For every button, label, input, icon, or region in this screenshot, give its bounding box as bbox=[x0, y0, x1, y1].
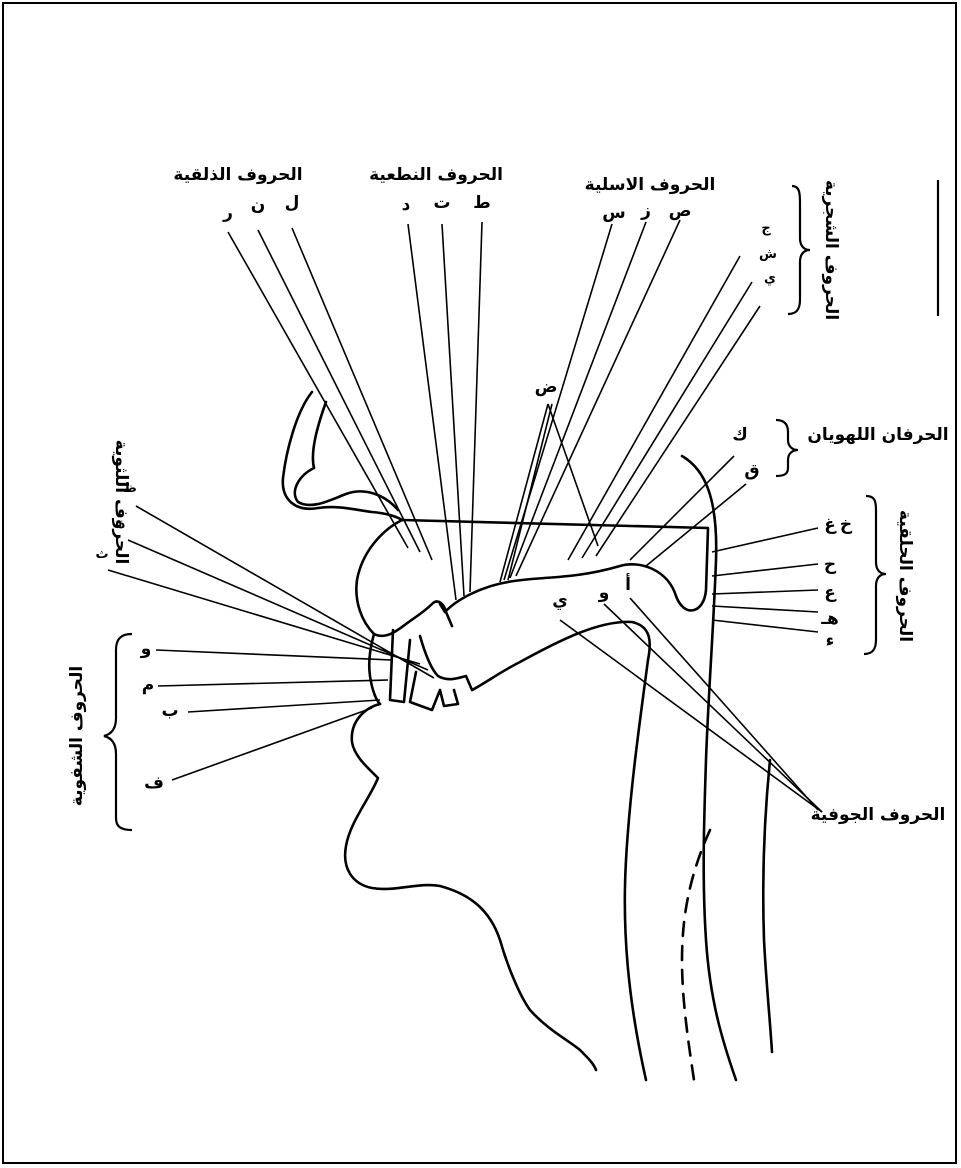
label-shafawiyya: الحروف الشفوية bbox=[67, 666, 87, 806]
upper-jaw-outline bbox=[356, 520, 452, 636]
label-dhalqiyya: الحروف الذلقية bbox=[173, 165, 302, 185]
letter: ت bbox=[433, 193, 450, 213]
letters-halqiyya: غ خ ح ع هـ ء bbox=[820, 515, 853, 651]
brace-shafawiyya bbox=[104, 634, 132, 830]
brace-lahawiyyan bbox=[776, 420, 798, 476]
letter: ح bbox=[824, 555, 837, 575]
brace-shajariyya bbox=[788, 186, 810, 314]
letter: ي bbox=[764, 271, 776, 286]
letter: غ bbox=[824, 515, 837, 535]
letter: ق bbox=[744, 461, 759, 481]
upper-teeth bbox=[390, 630, 410, 702]
tongue-outline bbox=[420, 622, 650, 690]
letter: و bbox=[598, 583, 610, 603]
letter: ذ bbox=[119, 517, 126, 532]
letter: ي bbox=[552, 591, 568, 611]
letter: ن bbox=[251, 195, 266, 215]
letters-dhalqiyya: ر ن ل bbox=[222, 193, 299, 223]
nostril-outline bbox=[295, 402, 398, 510]
pharynx-back-wall bbox=[682, 456, 736, 1080]
label-lahawiyyan: الحرفان اللهويان bbox=[807, 425, 948, 445]
letter: ط bbox=[473, 193, 491, 213]
letter: ك bbox=[732, 425, 748, 445]
letters-shafawiyya: و م ب ف bbox=[140, 639, 179, 793]
head-profile bbox=[283, 392, 772, 1080]
letter: ز bbox=[640, 201, 651, 221]
letter: ر bbox=[222, 203, 233, 223]
letter: ظ bbox=[123, 481, 137, 496]
letter: أ bbox=[625, 573, 631, 595]
letter: ء bbox=[826, 631, 835, 651]
letter: ل bbox=[285, 193, 300, 213]
brace-halqiyya bbox=[864, 496, 886, 654]
letter: و bbox=[140, 639, 152, 659]
letter: ش bbox=[759, 247, 777, 262]
label-lathawiyya: الحروف اللثوية bbox=[111, 440, 131, 565]
letter: ج bbox=[761, 221, 771, 236]
letter: ث bbox=[95, 547, 108, 562]
label-shajariyya: الحروف الشجرية bbox=[821, 180, 841, 320]
label-asaliyya: الحروف الاسلية bbox=[585, 175, 716, 195]
letter: ص bbox=[669, 201, 692, 221]
chin-outline bbox=[345, 704, 596, 1070]
letters-nitiyya: د ت ط bbox=[402, 193, 491, 215]
letter: ع bbox=[824, 583, 837, 603]
letters-jawfiyya: أ و ي bbox=[552, 573, 631, 611]
neck-back-outline bbox=[763, 760, 772, 1052]
label-halqiyya: الحروف الحلقية bbox=[895, 510, 915, 642]
letter: هـ bbox=[820, 609, 839, 629]
letter: د bbox=[402, 195, 411, 215]
letter: م bbox=[142, 675, 154, 695]
letter: خ bbox=[840, 515, 853, 535]
letter: ب bbox=[161, 701, 178, 721]
letter-dad: ض bbox=[535, 377, 558, 397]
letter: س bbox=[602, 203, 625, 223]
letters-asaliyya: س ز ص bbox=[602, 201, 691, 223]
letter: ف bbox=[144, 773, 164, 793]
label-nitiyya: الحروف النطعية bbox=[369, 165, 503, 185]
esophagus-dashed bbox=[682, 830, 710, 1080]
letters-lahawiyyan: ك ق bbox=[732, 425, 759, 481]
letters-shajariyya: ج ش ي bbox=[759, 221, 777, 286]
nose-outline bbox=[283, 392, 402, 520]
pharynx-front-wall bbox=[625, 660, 648, 1080]
label-jawfiyya: الحروف الجوفية bbox=[811, 805, 946, 825]
